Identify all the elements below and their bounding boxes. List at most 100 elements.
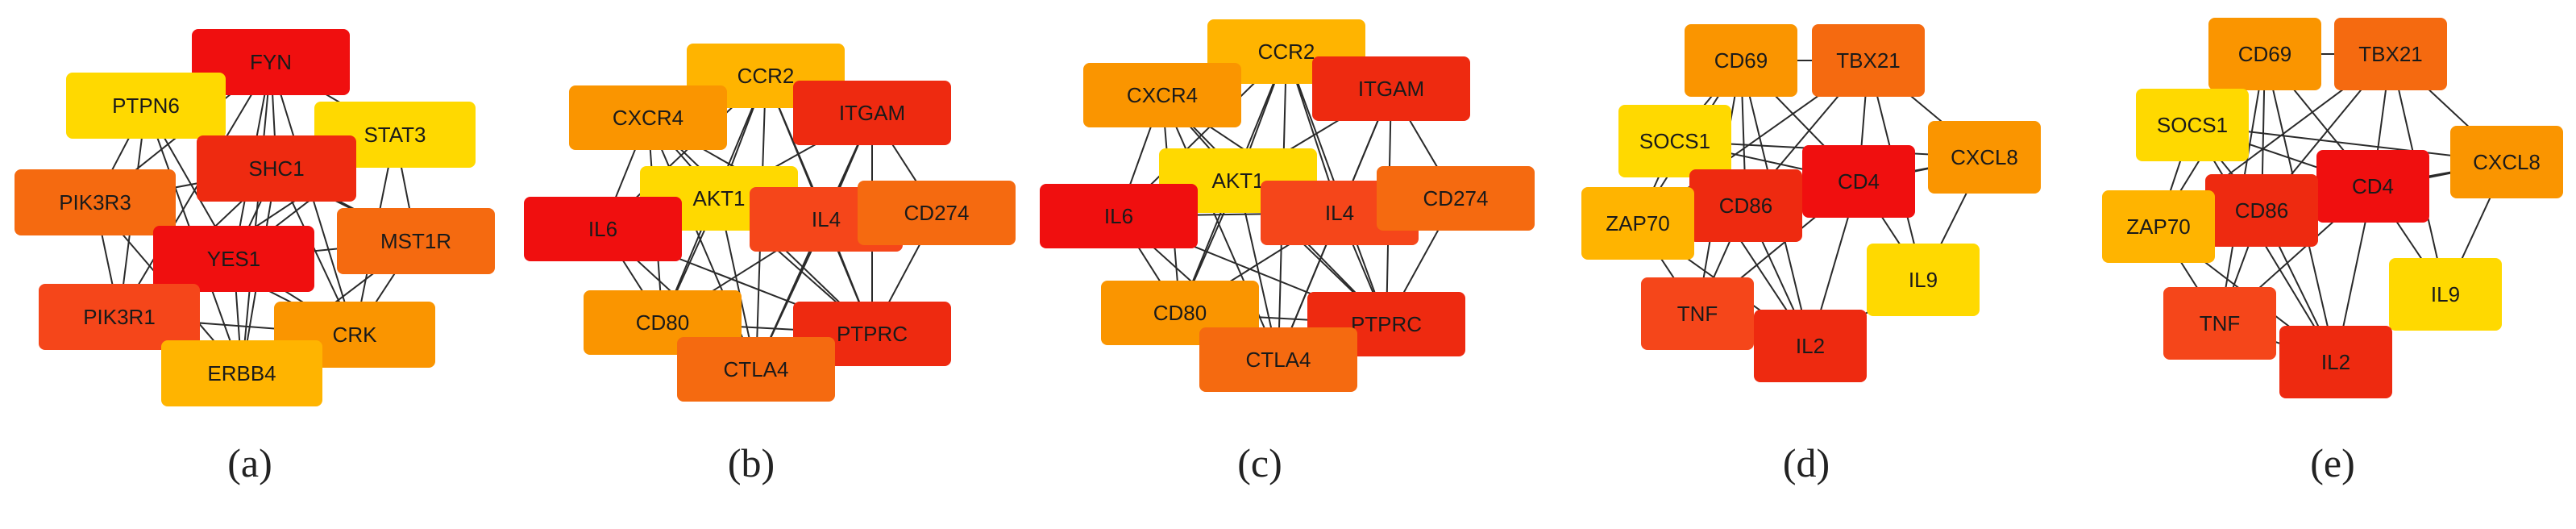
node-label: CD80 (1153, 301, 1207, 325)
node-zap70: ZAP70 (2102, 190, 2215, 263)
node-tbx21: TBX21 (2334, 18, 2447, 90)
node-label: CXCR4 (613, 106, 683, 130)
node-box (793, 81, 951, 145)
node-box (2136, 89, 2249, 161)
node-cxcr4: CXCR4 (1083, 63, 1241, 127)
node-label: CD86 (2235, 198, 2288, 223)
node-label: IL2 (1796, 334, 1825, 358)
node-label: PIK3R3 (59, 190, 131, 215)
node-box (1802, 145, 1915, 218)
node-box (2163, 287, 2276, 360)
node-label: IL4 (812, 207, 841, 231)
node-label: CD274 (904, 201, 970, 225)
node-box (337, 208, 495, 274)
node-label: CTLA4 (1246, 348, 1311, 372)
node-label: CXCL8 (1951, 145, 2018, 169)
node-box (1928, 121, 2041, 194)
node-label: SOCS1 (2157, 113, 2228, 137)
node-label: ZAP70 (1606, 211, 1670, 235)
node-label: IL4 (1325, 201, 1354, 225)
node-shc1: SHC1 (197, 135, 356, 202)
node-il6: IL6 (524, 197, 682, 261)
node-box (1812, 24, 1925, 97)
node-box (524, 197, 682, 261)
node-label: CD274 (1423, 186, 1489, 210)
node-box (153, 226, 314, 292)
node-ctla4: CTLA4 (1199, 327, 1357, 392)
caption-a: (a) (227, 440, 272, 485)
node-cd274: CD274 (858, 181, 1016, 245)
node-box (858, 181, 1016, 245)
node-label: PTPRC (837, 322, 908, 346)
node-cd274: CD274 (1377, 166, 1535, 231)
node-mst1r: MST1R (337, 208, 495, 274)
node-box (1618, 105, 1731, 177)
node-cd69: CD69 (2208, 18, 2321, 90)
node-label: PTPN6 (112, 94, 180, 118)
node-box (1867, 244, 1980, 316)
node-yes1: YES1 (153, 226, 314, 292)
caption-d: (d) (1782, 440, 1830, 485)
node-label: CRK (333, 323, 378, 347)
node-box (1685, 24, 1797, 97)
node-box (192, 29, 350, 95)
network-panel-a: FYNPTPN6STAT3SHC1PIK3R3MST1RYES1PIK3R1CR… (15, 29, 495, 406)
node-socs1: SOCS1 (1618, 105, 1731, 177)
node-box (2316, 150, 2429, 223)
node-label: CCR2 (1258, 40, 1315, 64)
node-pik3r3: PIK3R3 (15, 169, 176, 235)
node-ptpn6: PTPN6 (66, 73, 226, 139)
node-box (1312, 56, 1470, 121)
node-box (2208, 18, 2321, 90)
node-box (66, 73, 226, 139)
node-label: CD80 (636, 310, 689, 335)
node-label: SHC1 (248, 156, 304, 181)
node-label: AKT1 (692, 186, 745, 210)
node-tnf: TNF (2163, 287, 2276, 360)
caption-b: (b) (727, 440, 775, 485)
node-label: CD4 (1838, 169, 1880, 194)
node-il9: IL9 (2389, 258, 2502, 331)
node-label: ITGAM (1358, 77, 1424, 101)
node-zap70: ZAP70 (1581, 187, 1694, 260)
node-label: ERBB4 (207, 361, 276, 385)
node-socs1: SOCS1 (2136, 89, 2249, 161)
node-label: ZAP70 (2126, 215, 2191, 239)
node-tnf: TNF (1641, 277, 1754, 350)
node-label: PTPRC (1351, 312, 1422, 336)
node-box (39, 284, 200, 350)
node-box (1083, 63, 1241, 127)
node-label: PIK3R1 (83, 305, 156, 329)
node-cxcr4: CXCR4 (569, 85, 727, 150)
node-box (1581, 187, 1694, 260)
node-cxcl8: CXCL8 (2450, 126, 2563, 198)
node-label: CTLA4 (724, 357, 789, 381)
node-label: CCR2 (737, 64, 795, 88)
node-label: IL9 (2431, 282, 2460, 306)
node-box (1641, 277, 1754, 350)
node-box (2279, 326, 2392, 398)
node-ctla4: CTLA4 (677, 337, 835, 402)
node-box (2389, 258, 2502, 331)
node-itgam: ITGAM (793, 81, 951, 145)
node-box (1689, 169, 1802, 242)
node-label: STAT3 (364, 123, 426, 147)
node-il2: IL2 (1754, 310, 1867, 382)
node-box (2334, 18, 2447, 90)
node-box (2102, 190, 2215, 263)
node-box (161, 340, 322, 406)
node-box (2450, 126, 2563, 198)
node-label: CD4 (2352, 174, 2394, 198)
node-label: CD69 (2238, 42, 2291, 66)
node-cd86: CD86 (2205, 174, 2318, 247)
node-label: TBX21 (2358, 42, 2423, 66)
node-cxcl8: CXCL8 (1928, 121, 2041, 194)
node-box (569, 85, 727, 150)
node-erbb4: ERBB4 (161, 340, 322, 406)
edge (118, 61, 272, 318)
node-label: IL6 (1104, 204, 1133, 228)
